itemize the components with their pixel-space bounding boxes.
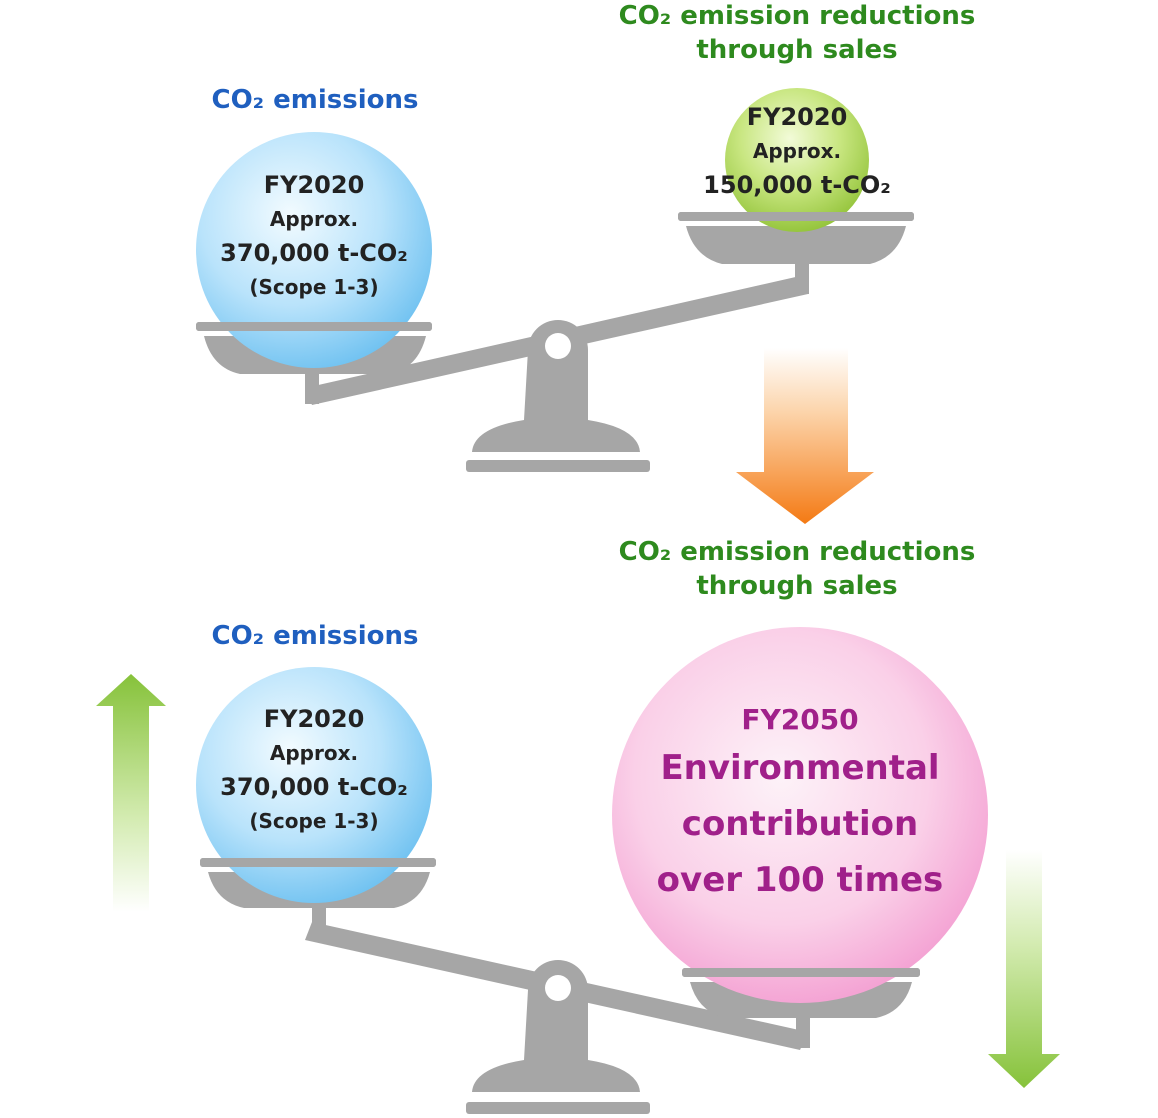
approx-label: Approx. [269, 741, 359, 765]
emission-value: 370,000 t-CO₂ [220, 773, 408, 801]
contribution-line1: Environmental [660, 748, 940, 788]
approx-label: Approx. [752, 139, 842, 163]
year-label: FY2020 [263, 171, 365, 199]
scope-label: (Scope 1-3) [249, 275, 379, 299]
co2-reductions-label-line2: through sales [696, 570, 898, 601]
blue-sphere [196, 667, 432, 903]
bottom-left-sphere-text: FY2020 Approx. 370,000 t-CO₂ (Scope 1-3) [194, 702, 434, 838]
contribution-line3: over 100 times [656, 860, 944, 900]
up-arrow-icon [96, 674, 166, 912]
year-label: FY2050 [741, 703, 859, 736]
co2-emissions-label: CO₂ emissions [211, 85, 419, 115]
co2-reductions-label: CO₂ emission reductions through sales [600, 0, 994, 68]
green-sphere [725, 88, 869, 232]
down-arrow-icon [988, 850, 1060, 1088]
bottom-right-sphere-text: FY2050 Environmental contribution over 1… [620, 700, 980, 908]
scope-label: (Scope 1-3) [249, 809, 379, 833]
year-label: FY2020 [746, 103, 848, 131]
top-right-sphere-text: FY2020 Approx. 150,000 t-CO₂ [677, 100, 917, 202]
contribution-line2: contribution [681, 804, 919, 844]
year-label: FY2020 [263, 705, 365, 733]
co2-reductions-label-line1: CO₂ emission reductions [618, 537, 976, 567]
top-left-sphere-text: FY2020 Approx. 370,000 t-CO₂ (Scope 1-3) [194, 168, 434, 304]
co2-reductions-label-line1: CO₂ emission reductions [618, 1, 976, 31]
pink-sphere [612, 627, 988, 1003]
emission-value: 370,000 t-CO₂ [220, 239, 408, 267]
down-arrow-icon [736, 348, 874, 524]
blue-sphere [196, 132, 432, 368]
co2-emissions-label: CO₂ emissions [211, 621, 419, 651]
co2-reductions-label-line2: through sales [696, 34, 898, 65]
approx-label: Approx. [269, 207, 359, 231]
reduction-value: 150,000 t-CO₂ [703, 171, 891, 199]
co2-reductions-label: CO₂ emission reductions through sales [600, 536, 994, 604]
